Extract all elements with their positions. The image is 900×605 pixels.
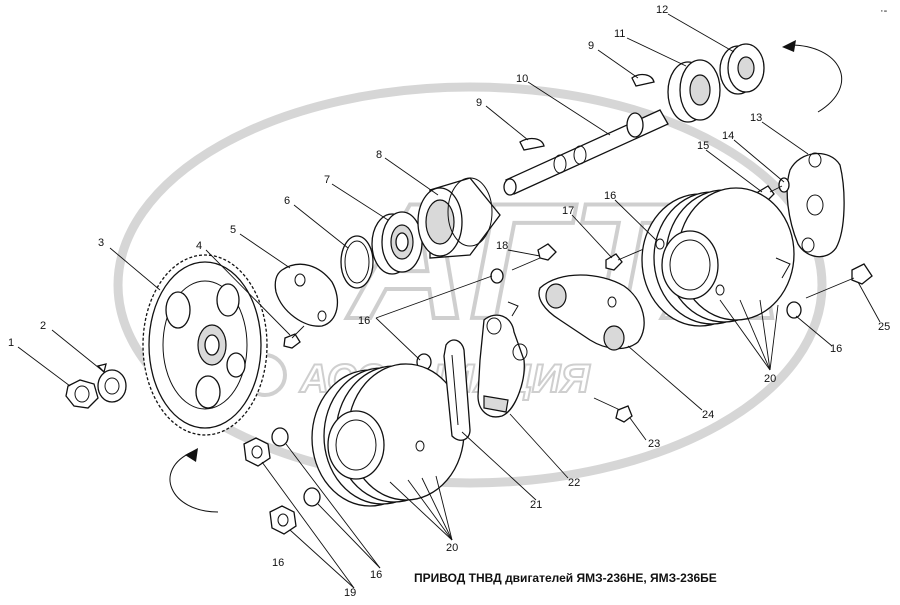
part-11-bearing [667, 59, 721, 123]
callout-9-lower: 9 [476, 97, 482, 109]
callout-18: 18 [496, 240, 508, 252]
callout-20-extra: 20 [424, 523, 436, 535]
part-19-nuts [243, 437, 297, 535]
part-5-flange-plate [274, 263, 339, 327]
callout-16-right: 16 [830, 343, 842, 355]
rotation-arrow-top [789, 44, 843, 113]
callout-9-upper: 9 [588, 40, 594, 52]
part-22-coupling-half [477, 314, 528, 418]
part-20-disk-pack-right [641, 187, 795, 327]
callout-8: 8 [376, 149, 382, 161]
rotation-arrowhead-bottom [185, 448, 198, 462]
callout-10: 10 [516, 73, 528, 85]
callout-4: 4 [196, 240, 202, 252]
callout-23: 23 [648, 438, 660, 450]
part-9-key-lower [519, 137, 545, 151]
callout-20-bottom: 20 [446, 542, 458, 554]
locking-wire [775, 257, 791, 279]
callout-19: 19 [344, 587, 356, 599]
callout-15: 15 [697, 140, 709, 152]
callout-14: 14 [722, 130, 734, 142]
part-4-bolt [283, 325, 305, 349]
part-1-nut [65, 379, 99, 409]
callout-2: 2 [40, 320, 46, 332]
part-24-coupling-bracket [538, 274, 645, 351]
callout-12: 12 [656, 4, 668, 16]
part-8-hub [417, 177, 501, 259]
callout-17: 17 [562, 205, 574, 217]
callout-16-top: 16 [604, 190, 616, 202]
part-21-gasket [443, 339, 471, 441]
callout-1: 1 [8, 337, 14, 349]
callout-11: 11 [614, 28, 625, 40]
part-20-disk-pack-left [311, 363, 465, 507]
part-6-ring [340, 235, 374, 289]
part-2-lock-washer [96, 363, 127, 403]
part-18-bolt [511, 243, 557, 271]
callout-16-bottom: 16 [370, 569, 382, 581]
part-10-shaft [503, 109, 669, 196]
callout-22: 22 [568, 477, 580, 489]
callout-16-mid: 16 [358, 315, 370, 327]
part-12-bearing [719, 43, 765, 95]
callout-16-bottom-left: 16 [272, 557, 284, 569]
callout-5: 5 [230, 224, 236, 236]
callout-labels: 1 2 3 4 5 6 7 8 9 9 10 11 12 13 14 15 16… [8, 4, 890, 599]
leader-lines [17, 13, 881, 589]
callout-24: 24 [702, 409, 714, 421]
part-3-gear [142, 254, 268, 436]
callout-6: 6 [284, 195, 290, 207]
part-23-bolt [593, 397, 633, 423]
part-13-drive-flange [786, 152, 845, 258]
callout-13: 13 [750, 112, 762, 124]
part-14-washer [778, 177, 790, 193]
callout-25: 25 [878, 321, 890, 333]
part-25-bolt [805, 263, 873, 299]
callout-20-right: 20 [764, 373, 776, 385]
corner-mark: ·‐ [880, 5, 888, 17]
callout-3: 3 [98, 237, 104, 249]
callout-7: 7 [324, 174, 330, 186]
part-17-bolt [605, 247, 647, 271]
watermark-ellipse [113, 82, 827, 488]
diagram-caption: ПРИВОД ТНВД двигателей ЯМЗ-236НЕ, ЯМЗ-23… [414, 571, 717, 585]
locking-wire-left [507, 301, 519, 317]
callout-21: 21 [530, 499, 542, 511]
rotation-arrow-bottom [169, 451, 219, 513]
rotation-arrowhead-top [782, 40, 796, 52]
part-7-bearing [371, 211, 423, 275]
